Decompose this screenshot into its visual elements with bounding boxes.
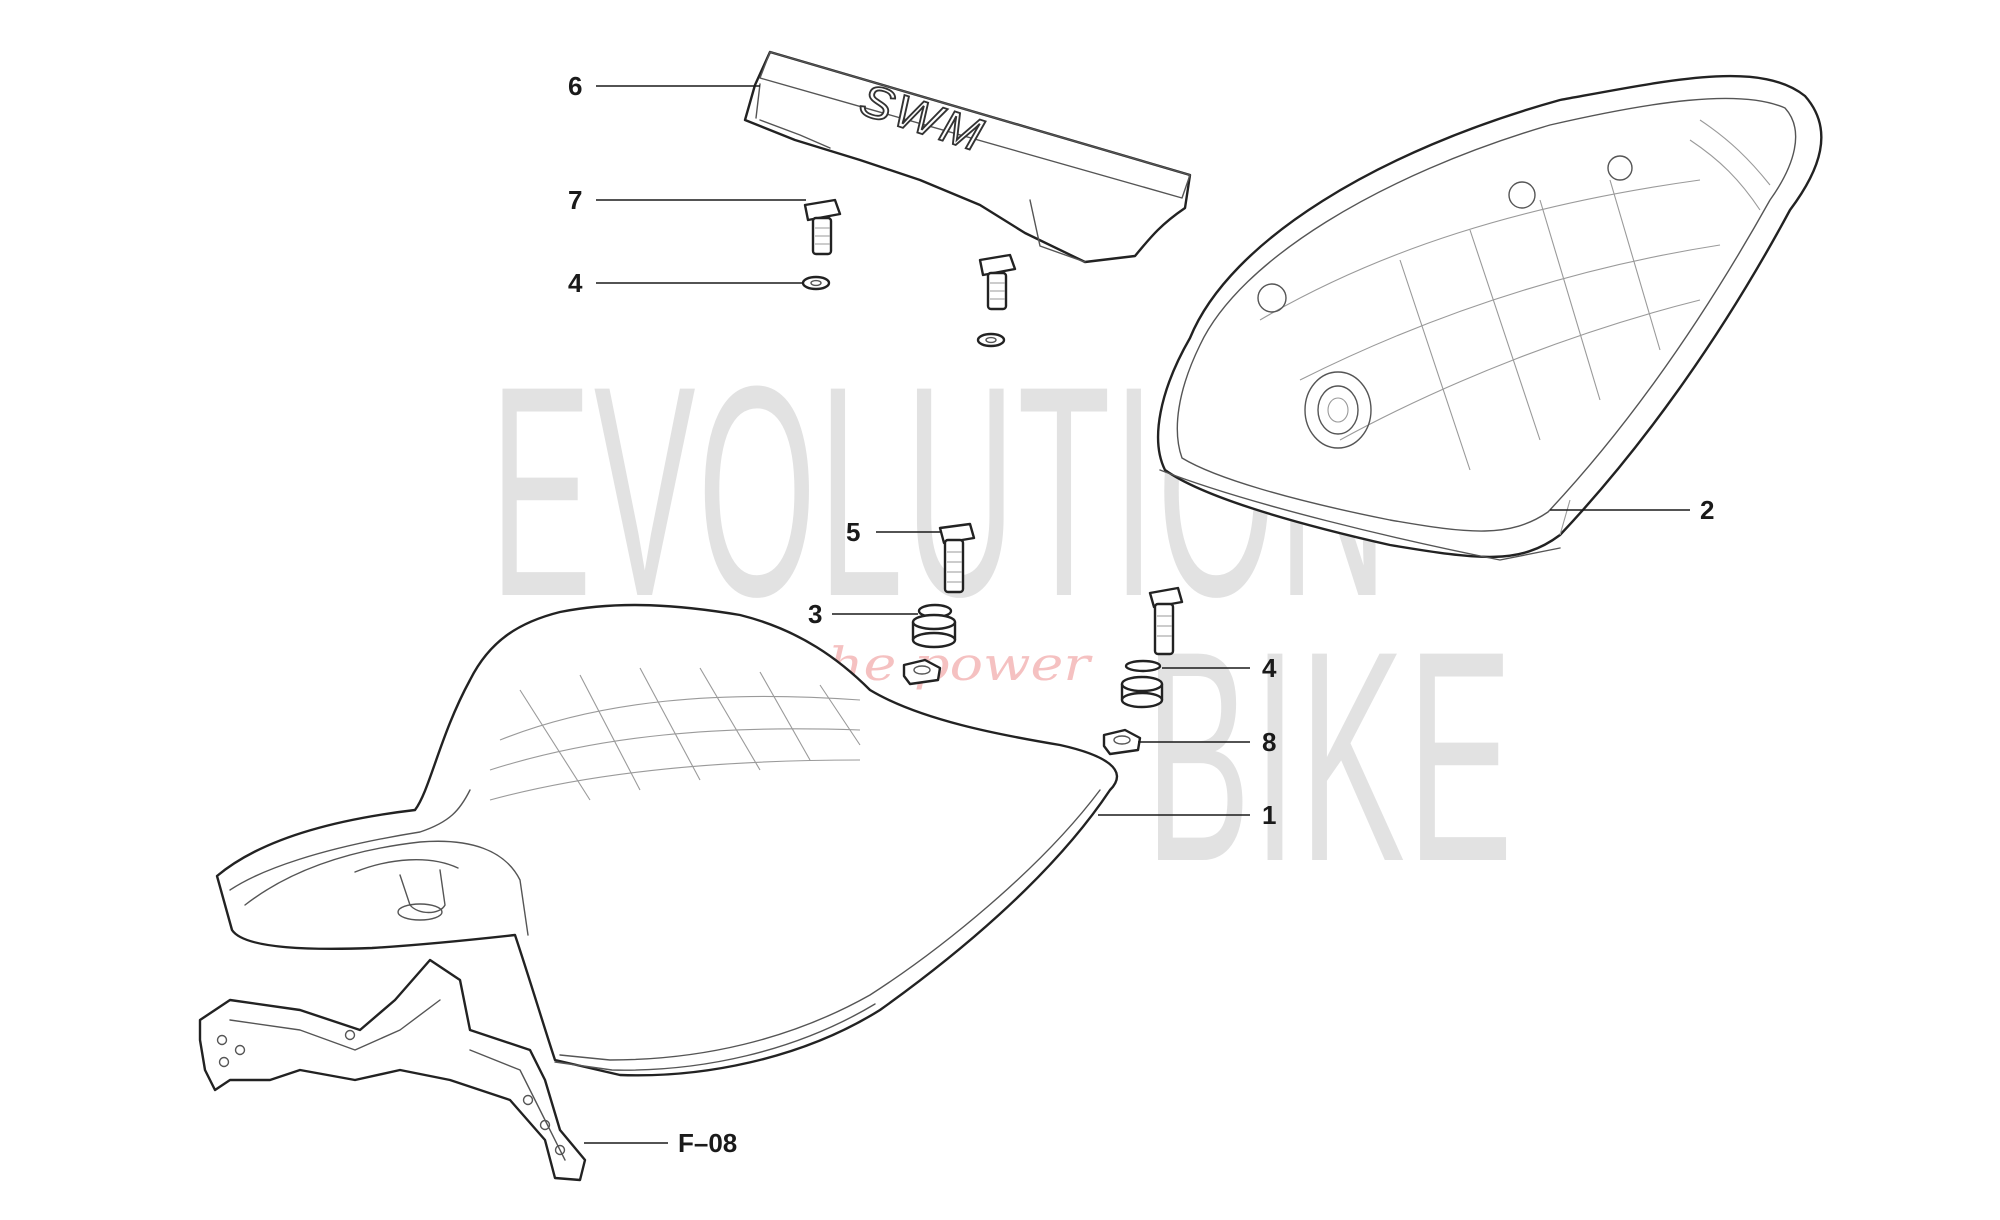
collar-nut-left xyxy=(902,658,942,686)
callout-labels: 6 7 4 2 5 3 4 8 1 F–08 xyxy=(568,71,1714,1158)
washer-4-right xyxy=(976,332,1006,348)
callout-5: 5 xyxy=(846,517,860,547)
callout-6: 6 xyxy=(568,71,582,101)
callout-1: 1 xyxy=(1262,800,1276,830)
callout-8: 8 xyxy=(1262,727,1276,757)
bolt-5 xyxy=(938,522,976,594)
watermark-word-bike: BIKE xyxy=(1145,588,1515,924)
bolt-right-side xyxy=(1148,586,1184,656)
grommet-3 xyxy=(911,603,957,649)
part-rear-seat-cowl xyxy=(1156,74,1823,561)
part-seat-bracket xyxy=(198,958,587,1182)
bolt-7-right xyxy=(978,253,1017,311)
washer-4-left xyxy=(801,275,831,291)
hardware-parts xyxy=(801,198,1184,756)
callout-3: 3 xyxy=(808,599,822,629)
bolt-7-left xyxy=(803,198,842,256)
leader-lines xyxy=(584,85,1690,1144)
callout-2: 2 xyxy=(1700,495,1714,525)
grommet-right xyxy=(1120,675,1164,709)
collar-nut-8 xyxy=(1102,728,1142,756)
callout-f08: F–08 xyxy=(678,1128,737,1158)
part-front-seat xyxy=(215,603,1119,1077)
callout-7: 7 xyxy=(568,185,582,215)
callout-4: 4 xyxy=(568,268,583,298)
washer-4-side xyxy=(1124,659,1162,673)
callout-4-side: 4 xyxy=(1262,653,1277,683)
part-grab-handle: SWM xyxy=(743,50,1192,264)
